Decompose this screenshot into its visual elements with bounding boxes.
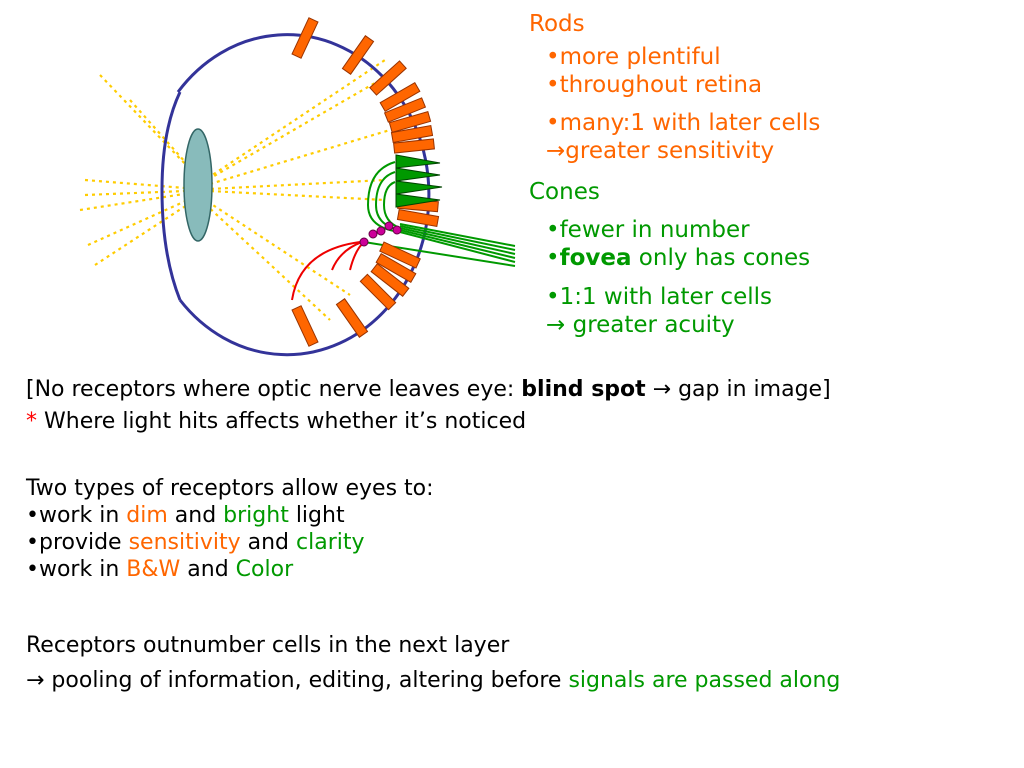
rod-cell — [375, 252, 417, 284]
rods-bullet-plentiful: •more plentiful — [546, 44, 721, 70]
bullet-dot: • — [546, 245, 560, 271]
blind-spot-suffix: gap in image] — [678, 377, 831, 402]
rods-sensitivity-text: greater sensitivity — [565, 138, 775, 164]
rod-cell — [396, 209, 440, 227]
bw-term: B&W — [126, 557, 181, 582]
note-text: Where light hits affects whether it’s no… — [37, 409, 527, 434]
cones-bullet-one-to-one: •1:1 with later cells — [546, 284, 772, 310]
cornea-outline — [160, 91, 182, 301]
fovea-rest: only has cones — [631, 245, 811, 271]
line-text: light — [288, 503, 345, 528]
note-line: * Where light hits affects whether it’s … — [26, 410, 526, 433]
cone-cells — [395, 154, 443, 208]
line-text: •work in — [26, 503, 127, 528]
rods-bullet-many-to-one: •many:1 with later cells — [546, 110, 821, 136]
clarity-term: clarity — [296, 530, 365, 555]
rods-sensitivity-line: →greater sensitivity — [546, 139, 774, 163]
two-types-line-sensitivity: •provide sensitivity and clarity — [26, 531, 365, 554]
line-text: and — [180, 557, 236, 582]
ganglion-cell — [392, 225, 402, 235]
arrow-icon: → — [645, 377, 679, 402]
rod-cell — [291, 305, 319, 347]
asterisk-icon: * — [26, 409, 37, 434]
line-text: •provide — [26, 530, 129, 555]
cones-acuity-text: greater acuity — [565, 312, 735, 338]
cones-acuity-line: → greater acuity — [546, 313, 735, 337]
line-text: and — [240, 530, 297, 555]
two-types-line-color: •work in B&W and Color — [26, 558, 293, 581]
dim-term: dim — [126, 503, 168, 528]
cone-cell — [395, 154, 441, 169]
rod-cell — [393, 138, 435, 154]
cones-bullet-fovea: •fovea only has cones — [546, 246, 810, 270]
line-text: and — [167, 503, 224, 528]
ganglion-cell — [384, 221, 394, 231]
blind-spot-term: blind spot — [521, 377, 646, 402]
blind-spot-prefix: [No receptors where optic nerve leaves e… — [26, 377, 522, 402]
rods-heading: Rods — [529, 11, 585, 37]
ganglion-cell — [376, 226, 386, 236]
bright-term: bright — [223, 503, 289, 528]
signals-passed-term: signals are passed along — [568, 668, 841, 693]
pooling-line: → pooling of information, editing, alter… — [26, 669, 840, 692]
rod-cell — [390, 125, 434, 143]
rod-cell — [379, 81, 421, 113]
cone-cell — [395, 193, 441, 208]
two-types-heading: Two types of receptors allow eyes to: — [26, 476, 434, 501]
sensitivity-term: sensitivity — [128, 530, 241, 555]
rods-bullet-throughout: •throughout retina — [546, 72, 763, 98]
rod-cell — [335, 298, 369, 338]
rod-cell — [383, 97, 427, 123]
rod-cell — [359, 273, 397, 311]
lens — [183, 128, 213, 242]
cones-bullet-fewer: •fewer in number — [546, 217, 750, 243]
eyeball-outline — [176, 33, 431, 357]
outnumber-line: Receptors outnumber cells in the next la… — [26, 633, 510, 658]
rod-cell — [388, 111, 432, 133]
line-text: •work in — [26, 557, 127, 582]
rod-cell — [379, 241, 421, 269]
rod-cell — [370, 263, 410, 297]
cone-cell — [395, 167, 441, 182]
fovea-term: fovea — [559, 245, 632, 271]
rod-cell — [341, 35, 375, 75]
color-term: Color — [235, 557, 294, 582]
ganglion-cell — [359, 237, 369, 247]
light-rays — [79, 59, 391, 321]
two-types-line-light: •work in dim and bright light — [26, 504, 345, 527]
arrow-icon: → — [546, 138, 566, 164]
rod-nerve-fibers — [291, 241, 365, 301]
ganglion-cell — [368, 229, 378, 239]
cone-cell — [395, 180, 443, 195]
rod-cell — [369, 60, 407, 96]
eye-diagram — [79, 17, 516, 357]
rod-cell — [291, 17, 319, 59]
ganglion-cells — [359, 221, 402, 247]
pooling-text: pooling of information, editing, alterin… — [44, 668, 569, 693]
arrow-icon: → — [26, 668, 45, 693]
arrow-icon: → — [546, 312, 566, 338]
cones-heading: Cones — [529, 179, 600, 205]
blind-spot-line: [No receptors where optic nerve leaves e… — [26, 378, 831, 401]
